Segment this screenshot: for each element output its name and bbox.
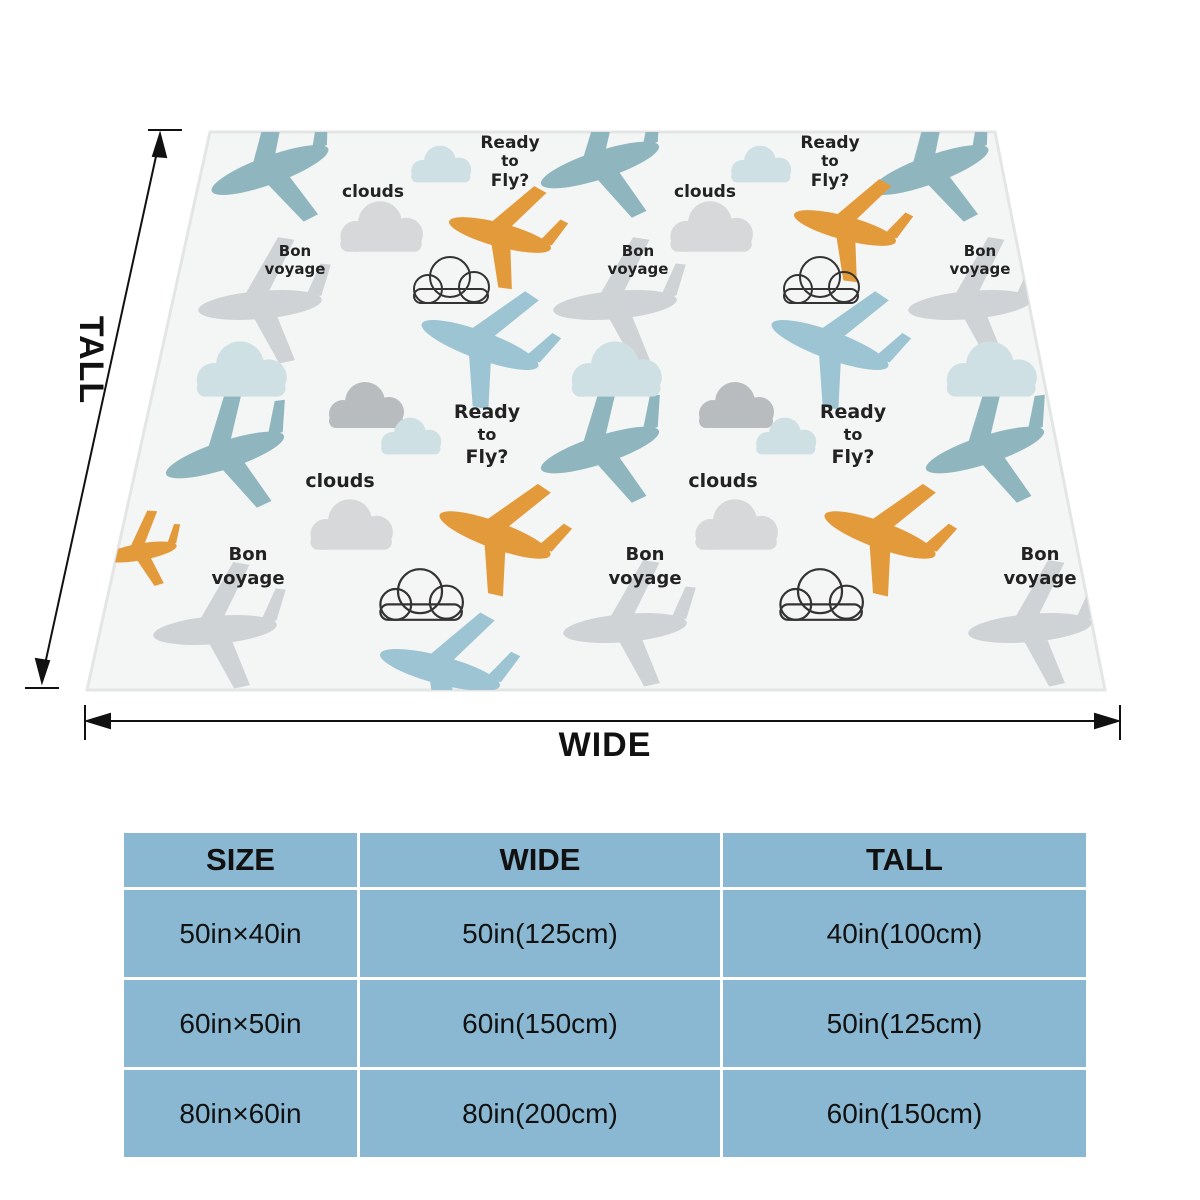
size-header: SIZE bbox=[124, 833, 357, 887]
clouds-text: clouds bbox=[674, 182, 736, 202]
svg-text:Fly?: Fly? bbox=[811, 171, 849, 191]
svg-text:Bon: Bon bbox=[622, 242, 654, 260]
svg-text:Fly?: Fly? bbox=[832, 446, 875, 468]
svg-text:voyage: voyage bbox=[950, 260, 1011, 278]
clouds-text: clouds bbox=[305, 470, 374, 492]
size-cell: 50in×40in bbox=[124, 890, 357, 977]
clouds-text: clouds bbox=[342, 182, 404, 202]
table-row: 50in×40in 50in(125cm) 40in(100cm) bbox=[124, 890, 1086, 977]
ready-to-fly-text: Ready to Fly? bbox=[800, 133, 859, 191]
svg-text:Ready: Ready bbox=[820, 401, 887, 423]
svg-text:Bon: Bon bbox=[279, 242, 311, 260]
svg-text:Bon: Bon bbox=[1021, 544, 1060, 565]
svg-text:voyage: voyage bbox=[265, 260, 326, 278]
svg-text:Fly?: Fly? bbox=[491, 171, 529, 191]
clouds-text: clouds bbox=[688, 470, 757, 492]
svg-text:Bon: Bon bbox=[964, 242, 996, 260]
svg-text:Ready: Ready bbox=[480, 133, 539, 153]
size-table: SIZE WIDE TALL 50in×40in 50in(125cm) 40i… bbox=[121, 830, 1089, 1160]
blanket: Ready to Fly? Ready to Fly? Ready to Fly… bbox=[85, 130, 1107, 692]
ready-to-fly-text: Ready to Fly? bbox=[454, 401, 521, 468]
table-row: 60in×50in 60in(150cm) 50in(125cm) bbox=[124, 980, 1086, 1067]
ready-to-fly-text: Ready to Fly? bbox=[820, 401, 887, 468]
width-arrow bbox=[83, 705, 1122, 740]
svg-text:Ready: Ready bbox=[454, 401, 521, 423]
svg-text:Ready: Ready bbox=[800, 133, 859, 153]
wide-cell: 80in(200cm) bbox=[360, 1070, 720, 1157]
bon-voyage-text: Bon voyage bbox=[211, 544, 284, 589]
ready-to-fly-text: Ready to Fly? bbox=[480, 133, 539, 191]
tall-dimension-label: TALL bbox=[72, 315, 110, 405]
svg-text:voyage: voyage bbox=[608, 260, 669, 278]
table-row: 80in×60in 80in(200cm) 60in(150cm) bbox=[124, 1070, 1086, 1157]
svg-text:to: to bbox=[501, 152, 518, 170]
wide-header: WIDE bbox=[360, 833, 720, 887]
svg-text:voyage: voyage bbox=[1003, 568, 1076, 589]
wide-cell: 60in(150cm) bbox=[360, 980, 720, 1067]
blanket-illustration: Ready to Fly? Ready to Fly? Ready to Fly… bbox=[25, 129, 1122, 740]
tall-cell: 50in(125cm) bbox=[723, 980, 1086, 1067]
bon-voyage-text: Bon voyage bbox=[950, 242, 1011, 278]
svg-text:Bon: Bon bbox=[229, 544, 268, 565]
svg-text:voyage: voyage bbox=[608, 568, 681, 589]
bon-voyage-text: Bon voyage bbox=[1003, 544, 1076, 589]
bon-voyage-text: Bon voyage bbox=[608, 544, 681, 589]
size-cell: 80in×60in bbox=[124, 1070, 357, 1157]
size-cell: 60in×50in bbox=[124, 980, 357, 1067]
svg-text:to: to bbox=[821, 152, 838, 170]
svg-text:Fly?: Fly? bbox=[466, 446, 509, 468]
tall-cell: 60in(150cm) bbox=[723, 1070, 1086, 1157]
bon-voyage-text: Bon voyage bbox=[608, 242, 669, 278]
wide-cell: 50in(125cm) bbox=[360, 890, 720, 977]
tall-header: TALL bbox=[723, 833, 1086, 887]
svg-text:to: to bbox=[478, 425, 497, 444]
wide-dimension-label: WIDE bbox=[558, 726, 652, 764]
bon-voyage-text: Bon voyage bbox=[265, 242, 326, 278]
svg-text:voyage: voyage bbox=[211, 568, 284, 589]
height-arrow bbox=[25, 129, 182, 689]
svg-text:to: to bbox=[844, 425, 863, 444]
tall-cell: 40in(100cm) bbox=[723, 890, 1086, 977]
table-header-row: SIZE WIDE TALL bbox=[124, 833, 1086, 887]
svg-text:Bon: Bon bbox=[626, 544, 665, 565]
